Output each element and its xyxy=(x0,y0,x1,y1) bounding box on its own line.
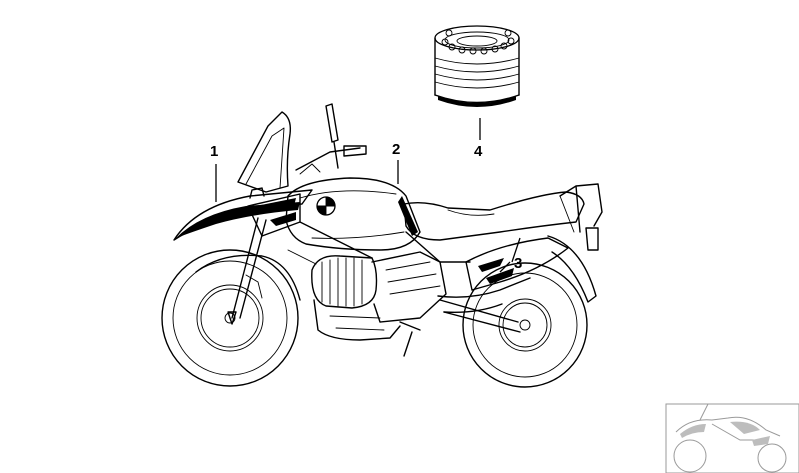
engine xyxy=(311,251,447,341)
seat xyxy=(403,191,585,241)
callout-1[interactable]: 1 xyxy=(210,143,218,160)
callout-2[interactable]: 2 xyxy=(392,141,400,158)
rear-wheel xyxy=(462,262,588,388)
leader-line-3 xyxy=(499,261,511,273)
paint-can[interactable] xyxy=(434,25,520,107)
can-rim-holes xyxy=(441,29,515,55)
motorcycle-drawing xyxy=(161,103,603,388)
rear-side-cover[interactable] xyxy=(465,237,569,291)
callout-4[interactable]: 4 xyxy=(474,143,483,160)
overview-thumbnail[interactable] xyxy=(665,403,799,473)
leader-line-3b xyxy=(511,237,521,263)
front-wheel xyxy=(161,249,299,387)
callout-3[interactable]: 3 xyxy=(514,255,522,272)
fuel-tank[interactable] xyxy=(285,177,421,251)
